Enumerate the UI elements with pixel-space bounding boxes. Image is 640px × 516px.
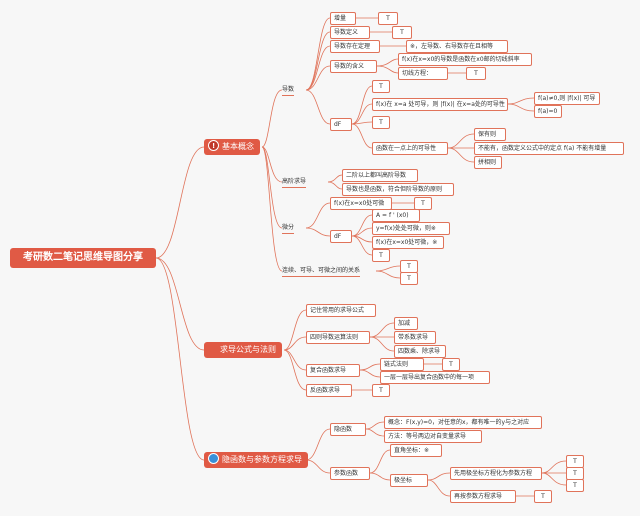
node-polar[interactable]: 极坐标: [390, 474, 428, 487]
node-derivative-definition[interactable]: 导数定义: [330, 26, 370, 39]
section-implicit-label: 隐函数与参数方程求导: [222, 455, 302, 464]
t-node[interactable]: T: [372, 384, 390, 397]
node-existence-theorem[interactable]: 导数存在定理: [330, 40, 380, 53]
section-derivation-rules[interactable]: 求导公式与法则: [204, 342, 282, 358]
alert-icon: [208, 138, 219, 154]
t-node[interactable]: T: [566, 455, 584, 468]
node-tangent-equation[interactable]: 切线方程：: [398, 67, 448, 80]
node-polar-step2[interactable]: 再按参数方程求导: [450, 490, 516, 503]
node-related[interactable]: 拼相则: [474, 156, 502, 169]
node-y-diff[interactable]: y=f(x)处处可微，则※: [372, 222, 450, 235]
node-meaning-detail[interactable]: f(x)在x=x0的导数是函数在x0邮的切线斜率: [398, 53, 532, 66]
node-diff-at-a[interactable]: f(x)在 x=a 处可导，则 |f(x)| 在x=a处的可导性: [372, 98, 508, 111]
t-node[interactable]: T: [378, 12, 398, 25]
node-higher-line1[interactable]: 二阶以上都叫高阶导数: [342, 169, 418, 182]
root-topic[interactable]: 考研数二笔记思维导图分享: [10, 248, 156, 268]
node-diff-x0[interactable]: f(x)在x=x0处可微，※: [372, 236, 444, 249]
section-basic-concepts[interactable]: 基本概念: [204, 138, 260, 155]
node-differential[interactable]: 微分: [282, 222, 295, 234]
node-chain-detail[interactable]: 一层一层导出复合函数中的每一项: [380, 371, 490, 384]
node-mul-div[interactable]: 带系数求导: [394, 331, 436, 344]
node-cannot[interactable]: 不能有，函数定义公式中的定点 f(a) 不能有增量: [474, 142, 624, 155]
node-composite[interactable]: 复合函数求导: [306, 364, 360, 377]
node-relation[interactable]: 连续、可导、可微之间的关系: [282, 265, 361, 277]
node-inverse[interactable]: 反函数求导: [306, 384, 352, 397]
node-cond-b[interactable]: f(a)=0: [534, 105, 562, 118]
node-rect-coord[interactable]: 直角坐标：※: [390, 444, 442, 457]
node-keep[interactable]: 保有则: [474, 128, 506, 141]
t-node[interactable]: T: [414, 197, 432, 210]
node-param-fn[interactable]: 参数函数: [330, 467, 370, 480]
t-node[interactable]: T: [372, 80, 390, 93]
node-implicit-concept[interactable]: 概念：F(x,y)=0，对任意的x，都有唯一的y与之对应: [384, 416, 542, 429]
node-implicit-fn[interactable]: 隐函数: [330, 423, 366, 436]
t-node[interactable]: T: [392, 26, 412, 39]
node-derivative-meaning[interactable]: 导数的含义: [330, 60, 377, 73]
node-implicit-method[interactable]: 方法：等号两边对自变量求导: [384, 430, 482, 443]
node-df[interactable]: dF: [330, 118, 352, 131]
node-quotient[interactable]: 四数乘、除求导: [394, 345, 446, 358]
node-diff-at-x0[interactable]: f(x)在x=x0处可微: [330, 197, 392, 210]
node-memorize-formulas[interactable]: 记住常用的求导公式: [306, 304, 376, 317]
node-chain-rule[interactable]: 链式法则: [380, 358, 424, 371]
t-node[interactable]: T: [466, 67, 486, 80]
node-add-sub[interactable]: 加减: [394, 317, 418, 330]
node-existence-detail[interactable]: ※，左导数、右导数存在且相等: [406, 40, 508, 53]
t-node[interactable]: T: [372, 249, 390, 262]
node-increment[interactable]: 增量: [330, 12, 356, 25]
node-higher-order[interactable]: 高阶求导: [282, 176, 307, 188]
section-implicit-param[interactable]: 隐函数与参数方程求导: [204, 452, 308, 468]
node-derivative[interactable]: 导数: [282, 84, 295, 96]
t-node[interactable]: T: [372, 116, 390, 129]
t-node[interactable]: T: [400, 272, 418, 285]
node-polar-step1[interactable]: 先用极坐标方程化为参数方程: [450, 467, 542, 480]
node-cond-a[interactable]: f(a)≠0,则 |f(x)| 可导: [534, 92, 600, 105]
node-four-operations[interactable]: 四则导数运算法则: [306, 331, 370, 344]
node-df-differential[interactable]: dF: [330, 230, 352, 243]
t-node[interactable]: T: [566, 479, 584, 492]
t-node[interactable]: T: [534, 490, 552, 503]
t-node[interactable]: T: [442, 358, 460, 371]
info-icon: [208, 453, 219, 464]
section-basic-label: 基本概念: [222, 142, 254, 151]
section-derive-label: 求导公式与法则: [220, 345, 276, 354]
node-single-point[interactable]: 函数在一点上的可导性: [372, 142, 448, 155]
node-delta[interactable]: A = f ' (x0): [372, 209, 420, 222]
node-higher-line2[interactable]: 导数也是函数，符合但阶导数的原则: [342, 183, 454, 196]
